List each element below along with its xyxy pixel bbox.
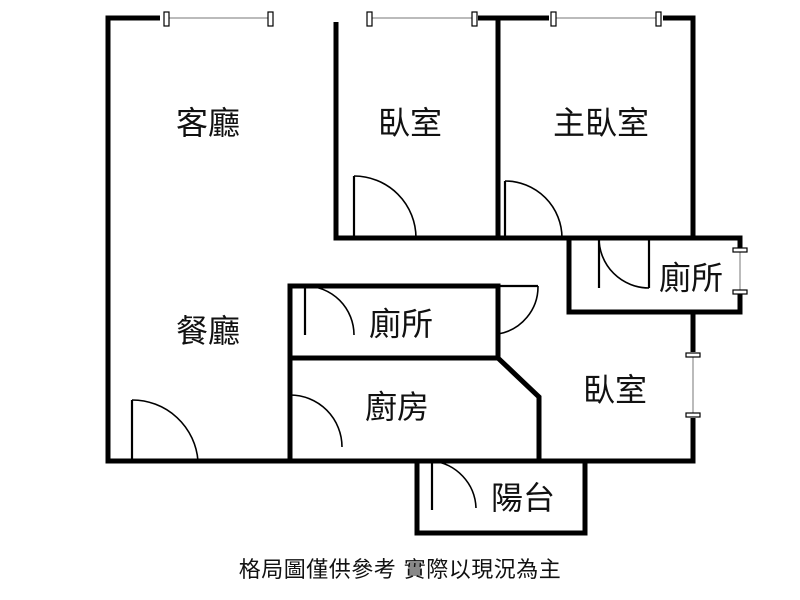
door-corridor [497,284,539,335]
door-dining [130,399,199,462]
door-bedroom-top [352,175,417,239]
walls [105,15,743,536]
door-balcony [430,460,477,510]
room-label-bedroom-top: 臥室 [378,104,442,142]
wall-balcony [414,458,588,536]
room-labels: 客廳 臥室 主臥室 廁所 餐廳 廁所 廚房 臥室 陽台 [176,104,723,517]
room-label-kitchen: 廚房 [365,388,429,426]
door-kitchen [288,394,343,455]
door-toilet-center [303,285,355,336]
room-label-toilet-right: 廁所 [659,259,723,297]
room-label-dining: 餐廳 [176,312,240,350]
window-master [549,11,663,27]
window-bedroom-bottom [685,352,701,418]
disclaimer-text: 格局圖僅供參考 實際以現況為主 [238,558,562,583]
room-label-balcony: 陽台 [491,479,555,517]
wall-toilet-right [566,235,743,315]
window-living [160,11,372,27]
window-bedroom [366,11,478,27]
door-toilet-right [597,237,651,289]
window-toilet-right [732,247,748,295]
doors [130,175,651,510]
door-master-bedroom [503,180,563,239]
room-label-bedroom-bottom: 臥室 [583,371,647,409]
room-label-living: 客廳 [176,104,240,142]
room-label-toilet-center: 廁所 [369,305,433,343]
wall-kitchen-diagonal [494,354,542,464]
room-label-master-bedroom: 主臥室 [553,104,649,142]
windows [160,11,748,418]
